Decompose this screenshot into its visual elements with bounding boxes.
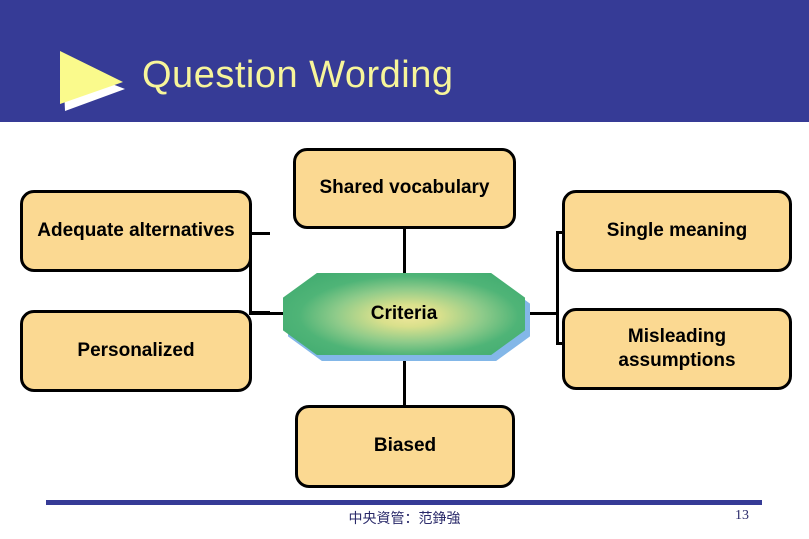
connector-left-to-center: [249, 312, 286, 315]
page-number: 13: [735, 508, 749, 523]
connector-left-vertical: [249, 232, 252, 314]
page-title: Question Wording: [142, 54, 454, 96]
footer-divider: [46, 500, 762, 505]
play-triangle-icon: [60, 51, 125, 111]
connector-center-to-right: [524, 312, 559, 315]
node-single-meaning[interactable]: Single meaning: [562, 190, 792, 272]
connector-left-top-stub: [249, 232, 270, 235]
connector-bottom-vertical: [403, 358, 406, 406]
connector-top-vertical: [403, 229, 406, 276]
node-criteria[interactable]: Criteria: [283, 273, 530, 361]
node-shared-vocabulary[interactable]: Shared vocabulary: [293, 148, 516, 229]
footer-author: 中央資管：范錚強: [348, 511, 461, 527]
connector-right-vertical: [556, 231, 559, 345]
node-misleading-assumptions[interactable]: Misleading assumptions: [562, 308, 792, 390]
node-criteria-label: Criteria: [370, 303, 438, 324]
node-adequate-alternatives[interactable]: Adequate alternatives: [20, 190, 252, 272]
node-biased[interactable]: Biased: [295, 405, 515, 488]
octagon-body: [283, 273, 525, 355]
title-banner: [0, 0, 809, 122]
concept-diagram: Adequate alternatives Personalized Share…: [0, 122, 809, 492]
node-personalized[interactable]: Personalized: [20, 310, 252, 392]
